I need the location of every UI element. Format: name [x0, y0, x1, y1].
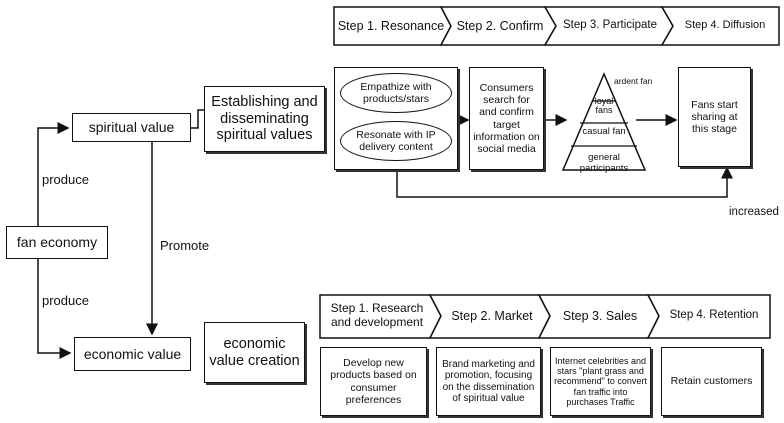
resonate-text: Resonate with IP delivery content [356, 128, 436, 153]
economic-heading: economic value creation [209, 335, 300, 369]
step-retention-label: Step 4. Retention [669, 309, 759, 321]
resonate-ellipse: Resonate with IP delivery content [340, 121, 452, 161]
celebrity-sales-text: Internet celebrities and stars "plant gr… [554, 355, 647, 408]
increased-loop-arrow [396, 166, 733, 198]
spiritual-value-label: spiritual value [88, 119, 175, 136]
economic-value-box: economic value [74, 337, 191, 371]
develop-products-text: Develop new products based on consumer p… [330, 357, 417, 406]
pyramid-general-label: general participants [579, 152, 629, 175]
produce-arrow-down [37, 258, 72, 359]
celebrity-sales-box: Internet celebrities and stars "plant gr… [550, 347, 651, 416]
diffusion-text: Fans start sharing at this stage [691, 98, 738, 136]
economic-steps-chevrons [319, 294, 771, 339]
produce-top-label: produce [42, 172, 89, 187]
produce-bottom-label: produce [42, 293, 89, 308]
step-diffusion-label: Step 4. Diffusion [684, 19, 766, 31]
step-participate-label: Step 3. Participate [563, 19, 657, 31]
produce-arrow-up [37, 122, 70, 228]
economic-heading-box: economic value creation [204, 322, 305, 383]
economic-value-label: economic value [83, 345, 182, 362]
fan-economy-label: fan economy [16, 234, 98, 251]
confirm-box: Consumers search for and confirm target … [469, 67, 544, 170]
step-market-label: Step 2. Market [451, 309, 533, 323]
retain-customers-text: Retain customers [670, 375, 753, 388]
pyramid-casual-label: casual fan [582, 126, 626, 137]
spiritual-value-box: spiritual value [72, 113, 191, 142]
increased-label: increased [729, 206, 779, 218]
brand-marketing-box: Brand marketing and promotion, focusing … [436, 347, 541, 416]
pyramid-ardent-label: ardent fan [614, 76, 653, 86]
spiritual-steps-chevrons [333, 6, 780, 46]
confirm-text: Consumers search for and confirm target … [473, 82, 540, 155]
pyramid-loyal-label: loyal fans [594, 96, 614, 116]
develop-products-box: Develop new products based on consumer p… [320, 347, 427, 416]
step-resonance-label: Step 1. Resonance [337, 19, 445, 33]
brand-marketing-text: Brand marketing and promotion, focusing … [442, 358, 535, 405]
spiritual-heading: Establishing and disseminating spiritual… [211, 93, 318, 144]
step-research-label: Step 1. Research and development [330, 301, 424, 329]
fan-economy-box: fan economy [6, 226, 108, 259]
empathize-ellipse: Empathize with products/stars [340, 73, 452, 113]
step-confirm-label: Step 2. Confirm [456, 19, 544, 33]
diffusion-box: Fans start sharing at this stage [678, 67, 751, 167]
retain-customers-box: Retain customers [661, 347, 762, 416]
spiritual-link-line [191, 109, 204, 129]
empathize-text: Empathize with products/stars [360, 80, 432, 105]
promote-label: Promote [160, 238, 210, 253]
step-sales-label: Step 3. Sales [562, 309, 638, 323]
spiritual-heading-box: Establishing and disseminating spiritual… [204, 86, 325, 152]
